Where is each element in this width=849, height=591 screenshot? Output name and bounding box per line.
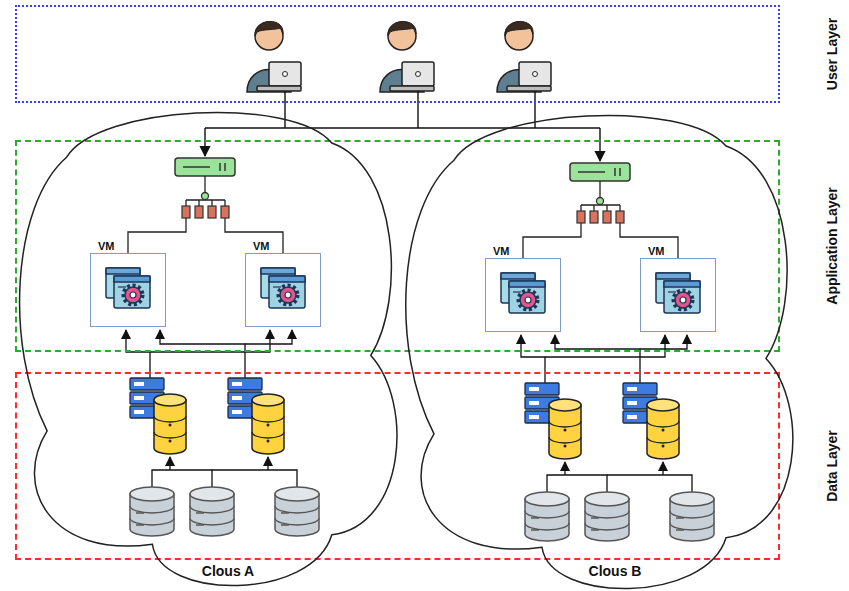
cloud-label: Clous B — [589, 563, 642, 579]
user-links — [599, 128, 600, 161]
layer-band: Data Layer — [15, 372, 780, 560]
layer-band: Application Layer — [15, 140, 780, 352]
layer-label: User Layer — [824, 18, 840, 90]
vm-box: VM — [636, 243, 720, 335]
cloud-outline — [406, 115, 793, 588]
vm-label: VM — [493, 245, 510, 257]
cloud-outline — [398, 113, 798, 585]
vm-frame — [245, 253, 321, 327]
layer-label: Data Layer — [824, 430, 840, 502]
cloud-region: Clous A VM VM — [12, 110, 402, 582]
cloud-label: Clous A — [202, 563, 254, 579]
vm-label: VM — [98, 240, 115, 252]
layer-label: Application Layer — [824, 187, 840, 304]
vm-frame — [485, 258, 561, 332]
vm-box: VM — [241, 238, 325, 330]
cloud-outline — [12, 110, 402, 582]
layer-band: User Layer — [15, 5, 780, 103]
vm-label: VM — [253, 240, 270, 252]
vm-frame — [640, 258, 716, 332]
user-links — [204, 128, 205, 156]
illustration — [501, 163, 714, 541]
vm-frame — [90, 253, 166, 327]
vm-box: VM — [86, 238, 170, 330]
illustration — [106, 158, 319, 536]
user-links — [205, 91, 600, 128]
user-icons — [247, 21, 301, 92]
user-icons — [247, 21, 551, 92]
cloud-outline — [20, 112, 397, 585]
cloud-region: Clous B VM VM — [398, 113, 798, 585]
user-icons — [380, 21, 434, 92]
vm-box: VM — [481, 243, 565, 335]
user-icons — [497, 21, 551, 92]
vm-label: VM — [648, 245, 665, 257]
